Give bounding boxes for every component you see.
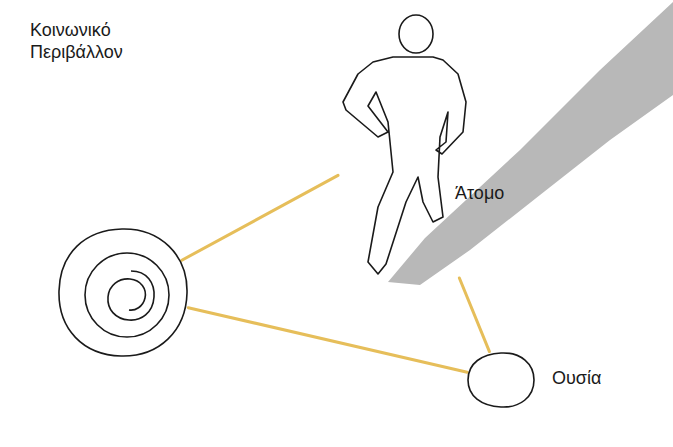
node-shape — [338, 2, 468, 278]
connector-line — [188, 308, 467, 372]
substance-oval — [468, 353, 534, 407]
node-shape — [55, 225, 190, 360]
node-label: Κοινωνικό Περιβάλλον — [30, 20, 170, 63]
shape-drawing — [338, 2, 468, 278]
node-shape — [466, 350, 536, 410]
connector-line — [182, 175, 338, 260]
shape-drawing — [55, 225, 190, 360]
person-head — [399, 15, 433, 53]
connector-line — [459, 278, 489, 352]
inner-spiral — [108, 271, 154, 320]
person-body — [343, 57, 466, 274]
node-label: Ουσία — [552, 368, 601, 390]
outline-ring — [59, 229, 187, 356]
diagram-node: Κοινωνικό Περιβάλλον — [25, 20, 200, 360]
node-label: Άτομο — [455, 183, 504, 205]
middle-ring — [85, 253, 169, 337]
shape-drawing — [466, 350, 536, 410]
diagram-node: Άτομο — [338, 2, 523, 280]
diagram-node: Ουσία — [466, 350, 616, 412]
